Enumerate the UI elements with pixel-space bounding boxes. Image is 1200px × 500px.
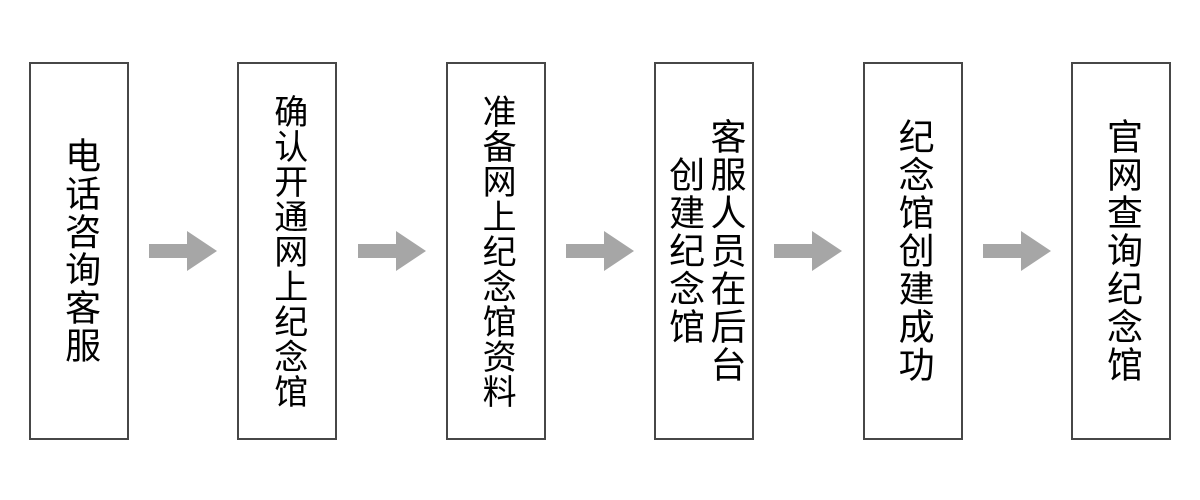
flowchart-node-4-label: 客服人员在后台创建纪念馆 (663, 118, 746, 384)
flowchart-node-1[interactable]: 电话咨询客服 (29, 62, 129, 440)
flowchart-node-2-label: 确认开通网上纪念馆 (267, 93, 308, 409)
arrow-right-icon (982, 231, 1051, 271)
arrow-right-icon (149, 231, 218, 271)
flowchart-arrow-3 (565, 62, 634, 440)
flowchart-node-5[interactable]: 纪念馆创建成功 (862, 62, 963, 440)
flowchart-node-5-label: 纪念馆创建成功 (892, 118, 934, 384)
arrow-right-icon (565, 231, 634, 271)
flowchart-node-3-label: 准备网上纪念馆资料 (476, 93, 517, 409)
flowchart-node-6[interactable]: 官网查询纪念馆 (1070, 62, 1171, 440)
flowchart-arrow-5 (982, 62, 1051, 440)
flowchart-arrow-4 (774, 62, 843, 440)
arrow-right-icon (357, 231, 426, 271)
flowchart-arrow-1 (149, 62, 218, 440)
flowchart-node-6-label: 官网查询纪念馆 (1101, 118, 1143, 384)
arrow-right-icon (774, 231, 843, 271)
flowchart-arrow-2 (357, 62, 426, 440)
flowchart-node-3[interactable]: 准备网上纪念馆资料 (445, 62, 546, 440)
flowchart-node-2[interactable]: 确认开通网上纪念馆 (237, 62, 338, 440)
flowchart-node-1-label: 电话咨询客服 (59, 137, 101, 365)
flowchart-node-4[interactable]: 客服人员在后台创建纪念馆 (654, 62, 755, 440)
flowchart-node-row: 电话咨询客服 确认开通网上纪念馆 准备网上纪念馆资料 客服人员在后台创建纪念馆 (29, 62, 1171, 440)
